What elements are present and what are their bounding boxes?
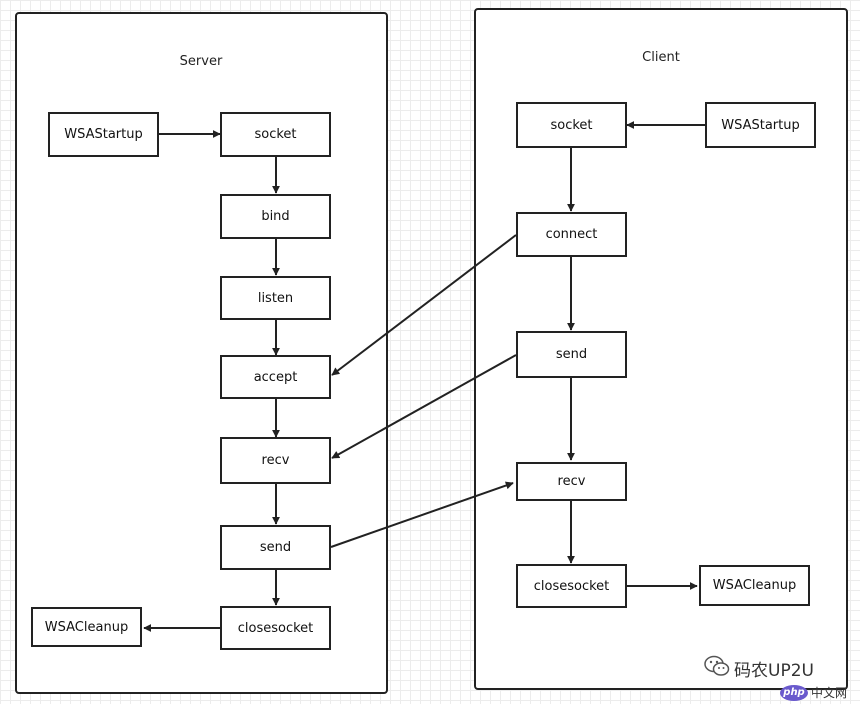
server-recv-box: recv [220,437,331,484]
arrow-connect-to-accept [331,234,517,376]
client-connect-box: connect [516,212,627,257]
client-wsastartup-box: WSAStartup [705,102,816,148]
watermark: 码农UP2U [704,655,814,682]
php-logo: php [780,684,808,701]
client-wsacleanup-box: WSACleanup [699,565,810,606]
php-badge: php 中文网 [780,684,847,701]
watermark-text: 码农UP2U [734,661,814,681]
arrow-client-send-to-server-recv [331,354,517,459]
server-accept-box: accept [220,355,331,399]
server-closesocket-box: closesocket [220,606,331,650]
server-wsacleanup-box: WSACleanup [31,607,142,647]
client-send-box: send [516,331,627,378]
server-listen-box: listen [220,276,331,320]
client-recv-box: recv [516,462,627,501]
wechat-icon [704,655,730,682]
client-title: Client [642,50,680,65]
server-send-box: send [220,525,331,570]
client-closesocket-box: closesocket [516,564,627,608]
php-badge-text: 中文网 [811,686,848,700]
server-socket-box: socket [220,112,331,157]
server-wsastartup-box: WSAStartup [48,112,159,157]
server-title: Server [179,54,223,69]
server-bind-box: bind [220,194,331,239]
client-socket-box: socket [516,102,627,148]
arrow-server-send-to-client-recv [330,481,514,548]
